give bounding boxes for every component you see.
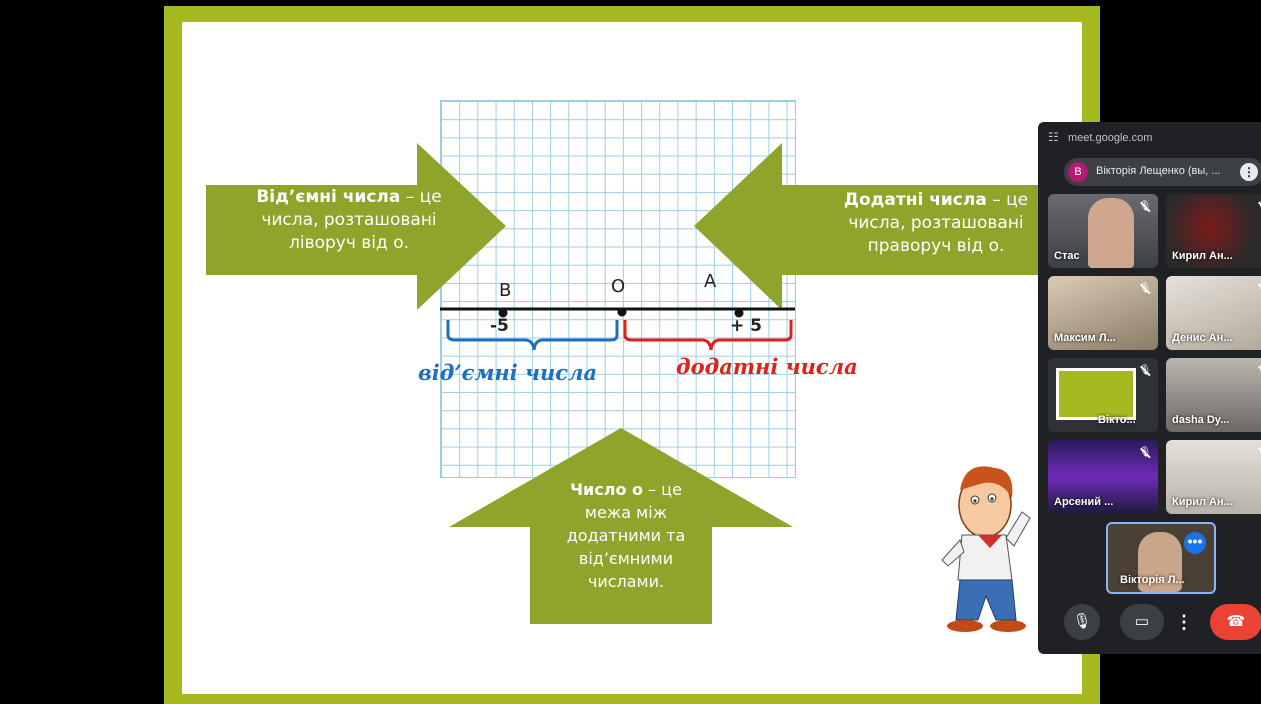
point-o-dot (617, 307, 627, 317)
point-a-label: A (704, 271, 717, 292)
graph-paper-grid (440, 100, 796, 478)
positive-number-label: + 5 (730, 316, 762, 336)
positive-numbers-definition: Додатні числа – це числа, розташовані пр… (832, 189, 1040, 258)
self-name: Вікторія Л... (1120, 574, 1185, 586)
point-a-dot (734, 308, 744, 318)
meet-url-bar: ☷ meet.google.com (1048, 130, 1152, 144)
participant-name: Арсений ... (1054, 496, 1114, 508)
negative-line-3: ліворуч від о. (288, 233, 409, 253)
more-options-icon[interactable]: ••• (1184, 532, 1206, 554)
mic-off-icon: 🎙 (1138, 365, 1152, 376)
zero-definition: Число о – це межа між додатними та від’є… (536, 478, 716, 593)
point-o-label: O (611, 276, 626, 297)
meet-url-text: meet.google.com (1068, 132, 1153, 144)
positive-dash: – це (986, 190, 1029, 210)
zero-line-2: межа між (584, 503, 668, 522)
negative-range-brace (446, 320, 619, 351)
current-user-name: Вікторія Лещенко (вы, ... (1096, 165, 1221, 177)
participant-video (1166, 194, 1261, 268)
participant-name: Денис Ан... (1172, 332, 1233, 344)
negative-number-label: -5 (490, 316, 509, 336)
camera-icon: ▭ (1134, 613, 1150, 630)
mic-off-icon: 🎙 (1256, 200, 1261, 214)
negative-term: Від’ємні числа (256, 187, 401, 207)
participant-tile[interactable]: 🎙 Арсений ... (1048, 440, 1158, 514)
more-options-button[interactable]: ⋮ (1174, 604, 1194, 640)
participant-name: Стас (1054, 250, 1080, 262)
tune-icon[interactable]: ☷ (1048, 130, 1059, 144)
negative-numbers-arrow (206, 143, 506, 310)
negative-dash: – це (400, 187, 442, 207)
participant-name: Вікто... (1098, 414, 1136, 426)
zero-line-3: додатними та (566, 526, 686, 545)
presentation-slide (164, 6, 1100, 704)
slide-canvas (182, 22, 1082, 694)
participant-video (1166, 358, 1261, 432)
participant-name: dasha Dy... (1172, 414, 1230, 426)
positive-range-label: додатні числа (676, 354, 858, 379)
negative-range-label: від’ємні числа (418, 360, 598, 385)
zero-line-5: числами. (587, 572, 665, 591)
positive-line-3: праворуч від о. (867, 236, 1005, 256)
mic-off-icon: 🎙 (1138, 447, 1152, 458)
self-video-face (1138, 532, 1182, 592)
zero-number-arrow (449, 428, 793, 624)
participant-video (1166, 276, 1261, 350)
mic-off-icon: 🎙 (1138, 283, 1152, 294)
participant-name: Кирил Ан... (1172, 496, 1233, 508)
mic-off-icon: 🎙 (1256, 364, 1261, 378)
positive-range-brace (623, 320, 793, 351)
point-b-dot (498, 308, 508, 318)
positive-line-2: числа, розташовані (848, 213, 1024, 233)
participant-tile[interactable]: 🎙 Кирил Ан... (1166, 440, 1261, 514)
more-vert-icon: ⋮ (1175, 612, 1193, 632)
participant-tile[interactable]: 🎙 Кирил Ан... (1166, 194, 1261, 268)
participant-tile[interactable]: 🎙 Максим Л... (1048, 276, 1158, 350)
zero-dash: – це (643, 480, 682, 499)
meet-picture-in-picture-panel[interactable]: ☷ meet.google.com В Вікторія Лещенко (вы,… (1038, 122, 1261, 654)
participant-tile[interactable]: 🎙 Стас (1048, 194, 1158, 268)
participant-tile[interactable]: 🎙 Денис Ан... (1166, 276, 1261, 350)
microphone-button[interactable]: 🎙 (1064, 604, 1100, 640)
current-user-chip[interactable]: В Вікторія Лещенко (вы, ... ⋮ (1064, 158, 1261, 186)
positive-numbers-arrow (694, 143, 1044, 310)
camera-button[interactable]: ▭ (1120, 604, 1164, 640)
participant-name: Кирил Ан... (1172, 250, 1233, 262)
mic-off-icon: 🎙 (1256, 446, 1261, 460)
self-view-tile[interactable]: ••• Вікторія Л... (1106, 522, 1216, 594)
participant-tile[interactable]: 🎙 dasha Dy... (1166, 358, 1261, 432)
negative-line-2: числа, розташовані (261, 210, 437, 230)
point-b-label: B (499, 280, 512, 301)
negative-numbers-definition: Від’ємні числа – це числа, розташовані л… (234, 186, 464, 255)
more-options-icon[interactable]: ⋮ (1240, 163, 1258, 181)
user-avatar: В (1068, 162, 1088, 182)
participant-tile[interactable]: 🎙 Вікто... (1048, 358, 1158, 432)
hang-up-icon: ☎ (1226, 613, 1246, 630)
participant-video (1166, 440, 1261, 514)
shared-slide-thumbnail (1056, 368, 1136, 420)
end-call-button[interactable]: ☎ (1210, 604, 1261, 640)
zero-line-4: від’ємними (578, 549, 674, 568)
zero-term: Число о (570, 480, 643, 499)
microphone-icon: 🎙 (1072, 613, 1092, 630)
positive-term: Додатні числа (843, 190, 987, 210)
mic-off-icon: 🎙 (1256, 282, 1261, 296)
call-controls: 🎙 ▭ ⋮ ☎ (1038, 604, 1261, 654)
mic-off-icon: 🎙 (1138, 201, 1152, 212)
participant-name: Максим Л... (1054, 332, 1116, 344)
participant-face (1088, 198, 1134, 268)
